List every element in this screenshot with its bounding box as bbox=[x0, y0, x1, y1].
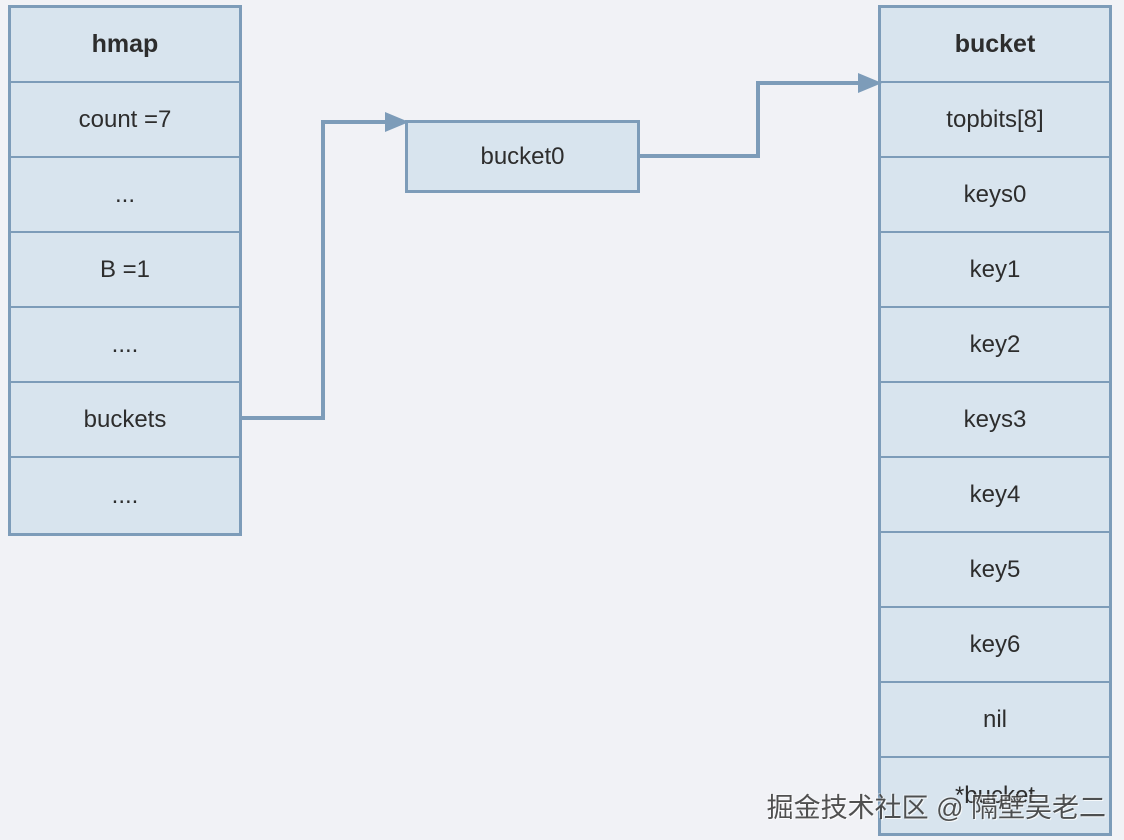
cell-text: *bucket bbox=[954, 781, 1036, 809]
hmap-title: hmap bbox=[91, 30, 159, 58]
hmap-header: hmap bbox=[11, 8, 239, 83]
cell-text: .... bbox=[111, 330, 139, 358]
arrow-buckets-to-bucket0 bbox=[242, 120, 387, 420]
cell-text: key5 bbox=[969, 555, 1021, 583]
bucket0-label: bucket0 bbox=[480, 142, 565, 170]
cell-text: topbits[8] bbox=[946, 105, 1044, 133]
bucket-header: bucket bbox=[881, 8, 1109, 83]
arrow-bucket0-to-bucket bbox=[640, 81, 860, 158]
cell-text: buckets bbox=[83, 405, 167, 433]
cell-text: keys3 bbox=[963, 405, 1027, 433]
cell-text: keys0 bbox=[963, 180, 1027, 208]
hmap-table: hmap count =7 ... B =1 .... buckets .... bbox=[8, 5, 242, 536]
hmap-row-buckets: buckets bbox=[11, 383, 239, 458]
cell-text: ... bbox=[114, 180, 135, 208]
bucket0-box: bucket0 bbox=[405, 120, 640, 193]
cell-text: key1 bbox=[969, 255, 1021, 283]
cell-text: nil bbox=[982, 705, 1007, 733]
bucket-row-key1: key1 bbox=[881, 233, 1109, 308]
bucket-row-nil: nil bbox=[881, 683, 1109, 758]
bucket-row-key2: key2 bbox=[881, 308, 1109, 383]
hmap-row-count: count =7 bbox=[11, 83, 239, 158]
hmap-row-b: B =1 bbox=[11, 233, 239, 308]
cell-text: key2 bbox=[969, 330, 1021, 358]
cell-text: key6 bbox=[969, 630, 1021, 658]
hmap-row-ellipsis-3: .... bbox=[11, 458, 239, 533]
bucket-row-key6: key6 bbox=[881, 608, 1109, 683]
bucket-row-key5: key5 bbox=[881, 533, 1109, 608]
bucket-row-keys3: keys3 bbox=[881, 383, 1109, 458]
cell-text: count =7 bbox=[78, 105, 172, 133]
cell-text: B =1 bbox=[99, 255, 151, 283]
bucket-table: bucket topbits[8] keys0 key1 key2 keys3 … bbox=[878, 5, 1112, 836]
hmap-row-ellipsis-2: .... bbox=[11, 308, 239, 383]
bucket-row-topbits: topbits[8] bbox=[881, 83, 1109, 158]
bucket-row-keys0: keys0 bbox=[881, 158, 1109, 233]
cell-text: .... bbox=[111, 481, 139, 509]
hmap-row-ellipsis-1: ... bbox=[11, 158, 239, 233]
bucket-row-overflow-pointer: *bucket bbox=[881, 758, 1109, 833]
bucket-title: bucket bbox=[954, 30, 1036, 58]
bucket-row-key4: key4 bbox=[881, 458, 1109, 533]
cell-text: key4 bbox=[969, 480, 1021, 508]
